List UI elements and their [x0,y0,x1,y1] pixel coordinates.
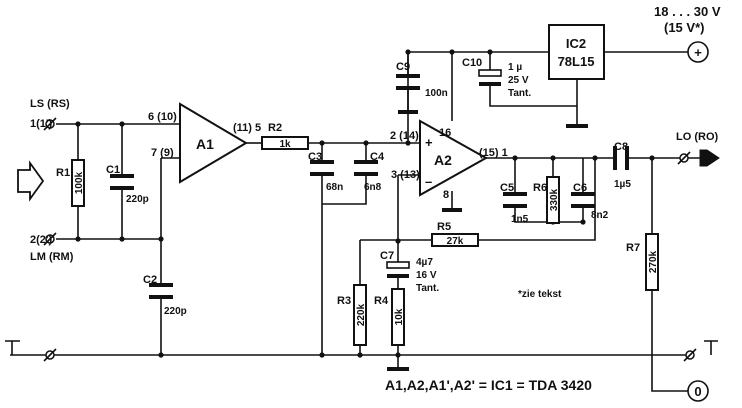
capacitor-c4 [354,160,378,176]
terminals [43,117,697,362]
svg-text:A2: A2 [434,152,452,168]
a2-pin-gnd: 8 [443,189,449,201]
capacitor-c3 [310,160,334,176]
r1-name: R1 [56,167,70,179]
ic-note: A1,A2,A1',A2' = IC1 = TDA 3420 [385,377,592,393]
junctions [75,49,655,358]
a2-pin-minus: 3 (13) [391,169,420,181]
r5-value: 27k [447,236,464,247]
ls-label: LS (RS) [30,98,70,110]
svg-text:A1: A1 [196,136,214,152]
c1-value: 220p [126,194,149,205]
c6-value: 8n2 [591,210,609,221]
capacitor-c1 [110,174,134,190]
lm-label: LM (RM) [30,251,74,263]
r5-name: R5 [437,221,451,233]
c9-name: C9 [396,61,410,73]
a1-pin-minus: 7 (9) [151,147,174,159]
c10-name: C10 [462,57,482,69]
r3-value: 220k [356,303,367,326]
c1-name: C1 [106,164,120,176]
c3-name: C3 [308,151,322,163]
capacitor-c5 [503,192,527,208]
supply-plus-terminal: + [687,41,709,63]
zie-tekst-note: *zie tekst [518,289,562,300]
resistor-r7 [645,233,659,291]
c8-name: C8 [614,141,628,153]
c4-name: C4 [370,151,385,163]
r6-name: R6 [533,182,547,194]
a2-pin-out: (15) 1 [479,147,508,159]
r7-value: 270k [648,250,659,273]
c2-value: 220p [164,306,187,317]
capacitor-c7 [386,261,410,278]
supply-voltage-alt: (15 V*) [664,20,704,35]
r7-name: R7 [626,242,640,254]
c2-name: C2 [143,274,157,286]
wires [5,51,718,392]
capacitor-c2 [149,283,173,299]
input-arrow-icon [17,160,45,202]
svg-text:0: 0 [694,384,701,399]
svg-text:+: + [425,135,433,150]
c4-value: 6n8 [364,182,382,193]
resistor-r5 [431,233,479,247]
c10-kind: Tant. [508,88,531,99]
svg-text:+: + [694,45,702,60]
c10-voltage: 25 V [508,75,529,86]
ls-pin: 1(1') [30,118,53,130]
r2-value: 1k [279,139,291,150]
c5-value: 1n5 [511,214,529,225]
resistor-r4 [391,288,405,346]
a1-pin-plus: 6 (10) [148,111,177,123]
r4-value: 10k [394,308,405,325]
resistor-r3 [353,284,367,346]
resistor-r6 [546,176,560,224]
lm-pin: 2(2') [30,234,53,246]
c10-value: 1 µ [508,62,522,73]
a2-pin-vcc: 16 [439,127,451,139]
lo-label: LO (RO) [676,131,718,143]
c7-voltage: 16 V [416,270,437,281]
c7-name: C7 [380,250,394,262]
opamp-a1: A1 [179,102,248,184]
c3-value: 68n [326,182,343,193]
regulator-ic2: IC2 78L15 [548,24,605,80]
zero-terminal: 0 [687,380,709,402]
a2-pin-plus: 2 (14) [390,130,419,142]
c9-value: 100n [425,88,448,99]
svg-text:IC2: IC2 [566,36,586,51]
c5-name: C5 [500,182,514,194]
r4-name: R4 [374,295,389,307]
r3-name: R3 [337,295,351,307]
resistor-r1 [71,159,85,207]
resistor-r2 [261,136,309,150]
c6-name: C6 [573,182,587,194]
svg-text:78L15: 78L15 [558,54,595,69]
capacitor-c9 [396,74,420,90]
a1-pin-out: (11) 5 [233,122,261,134]
ground-symbols [387,98,588,371]
labels: LS (RS) 1(1') 2(2') LM (RM) 6 (10) 7 (9)… [30,4,721,393]
opamp-a2: A2 + – [419,119,489,197]
rotated-values: 100k 220k 10k 330k 270k [74,171,659,326]
r1-value: 100k [74,171,85,194]
capacitor-c6 [571,192,595,208]
supply-voltage: 18 . . . 30 V [654,4,721,19]
c7-value: 4µ7 [416,257,433,268]
capacitor-c8 [613,146,629,170]
r6-value: 330k [549,188,560,211]
c7-kind: Tant. [416,283,439,294]
c8-value: 1µ5 [614,179,631,190]
output-arrow-icon [699,149,720,167]
capacitor-c10 [478,69,502,86]
svg-text:–: – [425,174,432,189]
r2-name: R2 [268,122,282,134]
